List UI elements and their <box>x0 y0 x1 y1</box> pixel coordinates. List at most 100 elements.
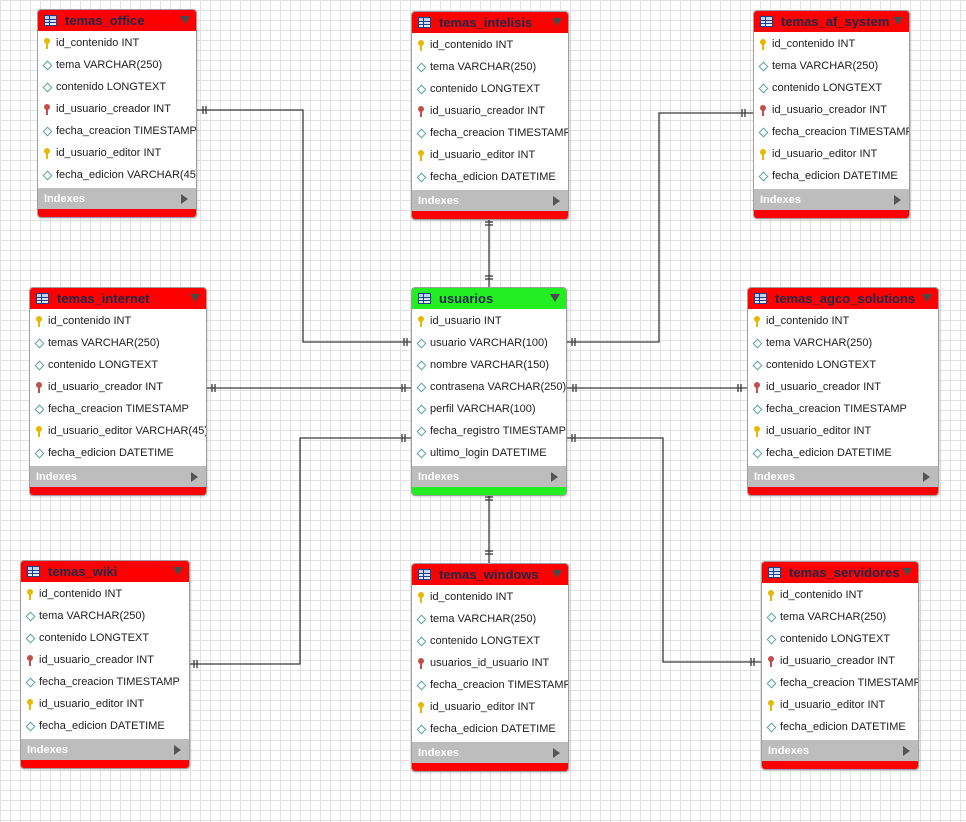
column-row[interactable]: tema VARCHAR(250) <box>38 54 196 76</box>
column-row[interactable]: fecha_edicion DATETIME <box>412 166 568 188</box>
table-header[interactable]: temas_office <box>38 10 196 31</box>
collapse-arrow-icon[interactable] <box>550 294 560 302</box>
column-row[interactable]: id_usuario_creador INT <box>38 98 196 120</box>
column-row[interactable]: contrasena VARCHAR(250) <box>412 376 566 398</box>
column-row[interactable]: fecha_edicion DATETIME <box>21 715 189 737</box>
column-row[interactable]: id_usuario_editor INT <box>748 420 938 442</box>
column-row[interactable]: fecha_edicion DATETIME <box>412 718 568 740</box>
collapse-arrow-icon[interactable] <box>902 568 912 576</box>
column-row[interactable]: id_usuario_creador INT <box>754 99 909 121</box>
column-row[interactable]: contenido LONGTEXT <box>412 78 568 100</box>
column-row[interactable]: id_contenido INT <box>21 583 189 605</box>
column-row[interactable]: fecha_creacion TIMESTAMP <box>30 398 206 420</box>
table-header[interactable]: temas_wiki <box>21 561 189 582</box>
expand-arrow-icon[interactable] <box>923 472 930 482</box>
column-row[interactable]: id_usuario_editor INT <box>38 142 196 164</box>
indexes-section[interactable]: Indexes <box>38 188 196 209</box>
column-row[interactable]: id_contenido INT <box>38 32 196 54</box>
column-row[interactable]: id_usuario_editor INT <box>412 144 568 166</box>
collapse-arrow-icon[interactable] <box>893 17 903 25</box>
column-row[interactable]: id_contenido INT <box>754 33 909 55</box>
indexes-section[interactable]: Indexes <box>754 189 909 210</box>
column-row[interactable]: nombre VARCHAR(150) <box>412 354 566 376</box>
column-row[interactable]: contenido LONGTEXT <box>412 630 568 652</box>
column-row[interactable]: fecha_edicion DATETIME <box>762 716 918 738</box>
column-row[interactable]: id_usuario_editor INT <box>762 694 918 716</box>
column-row[interactable]: contenido LONGTEXT <box>38 76 196 98</box>
column-row[interactable]: id_usuario_editor INT <box>412 696 568 718</box>
column-row[interactable]: contenido LONGTEXT <box>748 354 938 376</box>
column-row[interactable]: contenido LONGTEXT <box>762 628 918 650</box>
expand-arrow-icon[interactable] <box>174 745 181 755</box>
column-row[interactable]: fecha_edicion DATETIME <box>754 165 909 187</box>
column-row[interactable]: tema VARCHAR(250) <box>748 332 938 354</box>
expand-arrow-icon[interactable] <box>903 746 910 756</box>
column-row[interactable]: contenido LONGTEXT <box>754 77 909 99</box>
column-row[interactable]: tema VARCHAR(250) <box>754 55 909 77</box>
expand-arrow-icon[interactable] <box>553 748 560 758</box>
collapse-arrow-icon[interactable] <box>173 567 183 575</box>
column-row[interactable]: id_contenido INT <box>412 34 568 56</box>
column-row[interactable]: contenido LONGTEXT <box>30 354 206 376</box>
collapse-arrow-icon[interactable] <box>552 18 562 26</box>
expand-arrow-icon[interactable] <box>553 196 560 206</box>
table-header[interactable]: temas_servidores <box>762 562 918 583</box>
expand-arrow-icon[interactable] <box>551 472 558 482</box>
indexes-section[interactable]: Indexes <box>762 740 918 761</box>
column-row[interactable]: fecha_edicion VARCHAR(45) <box>38 164 196 186</box>
column-row[interactable]: id_contenido INT <box>30 310 206 332</box>
column-row[interactable]: usuario VARCHAR(100) <box>412 332 566 354</box>
column-row[interactable]: fecha_creacion TIMESTAMP <box>748 398 938 420</box>
expand-arrow-icon[interactable] <box>191 472 198 482</box>
column-row[interactable]: id_usuario_creador INT <box>30 376 206 398</box>
table-header[interactable]: temas_agco_solutions <box>748 288 938 309</box>
indexes-section[interactable]: Indexes <box>21 739 189 760</box>
column-row[interactable]: id_usuario_editor VARCHAR(45) <box>30 420 206 442</box>
indexes-section[interactable]: Indexes <box>412 742 568 763</box>
column-row[interactable]: id_usuario_editor INT <box>754 143 909 165</box>
column-row[interactable]: fecha_creacion TIMESTAMP <box>412 674 568 696</box>
column-row[interactable]: contenido LONGTEXT <box>21 627 189 649</box>
column-row[interactable]: id_usuario_creador INT <box>762 650 918 672</box>
table-header[interactable]: temas_af_system <box>754 11 909 32</box>
column-row[interactable]: id_contenido INT <box>748 310 938 332</box>
table-header[interactable]: temas_internet <box>30 288 206 309</box>
column-row[interactable]: id_usuario_editor INT <box>21 693 189 715</box>
column-row[interactable]: id_contenido INT <box>762 584 918 606</box>
column-row[interactable]: fecha_edicion DATETIME <box>748 442 938 464</box>
collapse-arrow-icon[interactable] <box>180 16 190 24</box>
column-row[interactable]: id_contenido INT <box>412 586 568 608</box>
indexes-section[interactable]: Indexes <box>412 466 566 487</box>
table-header[interactable]: temas_intelisis <box>412 12 568 33</box>
column-row[interactable]: id_usuario_creador INT <box>21 649 189 671</box>
table-header[interactable]: usuarios <box>412 288 566 309</box>
column-row[interactable]: temas VARCHAR(250) <box>30 332 206 354</box>
column-row[interactable]: tema VARCHAR(250) <box>21 605 189 627</box>
indexes-section[interactable]: Indexes <box>412 190 568 211</box>
column-row[interactable]: tema VARCHAR(250) <box>412 56 568 78</box>
column-row[interactable]: fecha_creacion TIMESTAMP <box>762 672 918 694</box>
table-header[interactable]: temas_windows <box>412 564 568 585</box>
collapse-arrow-icon[interactable] <box>552 570 562 578</box>
column-row[interactable]: fecha_creacion TIMESTAMP <box>21 671 189 693</box>
column-row[interactable]: id_usuario_creador INT <box>748 376 938 398</box>
collapse-arrow-icon[interactable] <box>922 294 932 302</box>
column-row[interactable]: ultimo_login DATETIME <box>412 442 566 464</box>
column-row[interactable]: usuarios_id_usuario INT <box>412 652 568 674</box>
column-row[interactable]: fecha_creacion TIMESTAMP <box>412 122 568 144</box>
collapse-arrow-icon[interactable] <box>190 294 200 302</box>
column-row[interactable]: fecha_creacion TIMESTAMP <box>754 121 909 143</box>
column-row[interactable]: fecha_registro TIMESTAMP <box>412 420 566 442</box>
column-row[interactable]: tema VARCHAR(250) <box>412 608 568 630</box>
expand-arrow-icon[interactable] <box>894 195 901 205</box>
column-row[interactable]: id_usuario_creador INT <box>412 100 568 122</box>
